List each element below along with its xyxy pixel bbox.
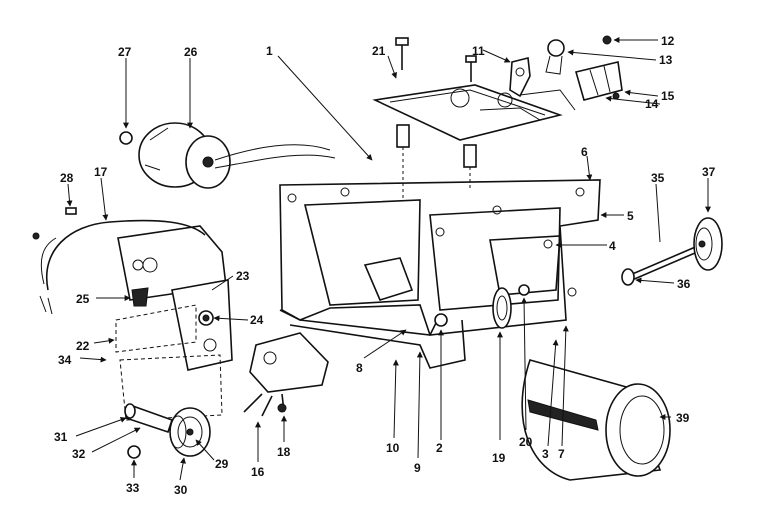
callout-27: 27 [118, 45, 132, 59]
screw-20 [518, 284, 530, 296]
gear-37 [693, 217, 723, 271]
screw-11 [465, 55, 477, 82]
callout-28: 28 [60, 171, 74, 185]
callout-16: 16 [251, 465, 265, 479]
callout-12: 12 [661, 34, 675, 48]
lamp-13 [545, 39, 565, 75]
callout-15: 15 [661, 89, 675, 103]
arm-11 [509, 57, 531, 98]
callout-7: 7 [558, 447, 565, 461]
callout-11: 11 [472, 44, 485, 58]
callout-10: 10 [386, 441, 400, 455]
shaft-31 [124, 403, 174, 434]
leader-lines [66, 37, 711, 481]
bracket-22 [115, 304, 223, 421]
gear-19 [492, 287, 512, 329]
callout-31: 31 [54, 430, 68, 444]
callout-6: 6 [581, 145, 588, 159]
callout-30: 30 [174, 483, 188, 497]
bracket-23 [117, 225, 233, 371]
collar-36 [621, 268, 635, 286]
callout-22: 22 [76, 339, 90, 353]
callout-39: 39 [676, 411, 690, 425]
callout-25: 25 [76, 292, 90, 306]
callout-29: 29 [215, 457, 229, 471]
callout-4: 4 [609, 239, 616, 253]
callout-36: 36 [677, 277, 691, 291]
washer-33 [127, 445, 141, 459]
cylinder-cover-39 [521, 359, 671, 481]
clip-25 [131, 287, 149, 307]
callout-3: 3 [542, 447, 549, 461]
callout-8: 8 [356, 361, 363, 375]
callout-17: 17 [94, 165, 108, 179]
knob-24 [198, 310, 214, 326]
callout-19: 19 [492, 451, 506, 465]
nut-12 [602, 35, 612, 45]
main-frame [279, 179, 601, 369]
callout-34: 34 [58, 353, 72, 367]
callout-33: 33 [126, 481, 140, 495]
clip-28 [32, 207, 77, 240]
callout-21: 21 [372, 44, 386, 58]
gear-27 [119, 131, 133, 145]
callout-32: 32 [72, 447, 86, 461]
callout-2: 2 [436, 441, 443, 455]
shaft-35 [629, 244, 703, 281]
post-2 [434, 313, 448, 327]
callout-20: 20 [519, 435, 533, 449]
top-board [372, 84, 576, 200]
callout-1: 1 [266, 44, 273, 58]
sensor-16 [243, 332, 329, 417]
wire-harness-17 [39, 219, 206, 315]
callout-13: 13 [659, 53, 673, 67]
callout-labels: 1 2 3 4 5 6 7 8 9 10 11 12 13 14 15 16 1… [54, 34, 716, 497]
screw-21 [395, 37, 409, 70]
callout-14: 14 [645, 97, 659, 111]
callout-37: 37 [702, 165, 716, 179]
callout-23: 23 [236, 269, 250, 283]
motor-26 [138, 122, 336, 189]
callout-18: 18 [277, 445, 291, 459]
switch-14-15 [575, 61, 623, 101]
callout-24: 24 [250, 313, 264, 327]
callout-5: 5 [627, 209, 634, 223]
callout-9: 9 [414, 461, 421, 475]
callout-26: 26 [184, 45, 198, 59]
callout-35: 35 [651, 171, 665, 185]
